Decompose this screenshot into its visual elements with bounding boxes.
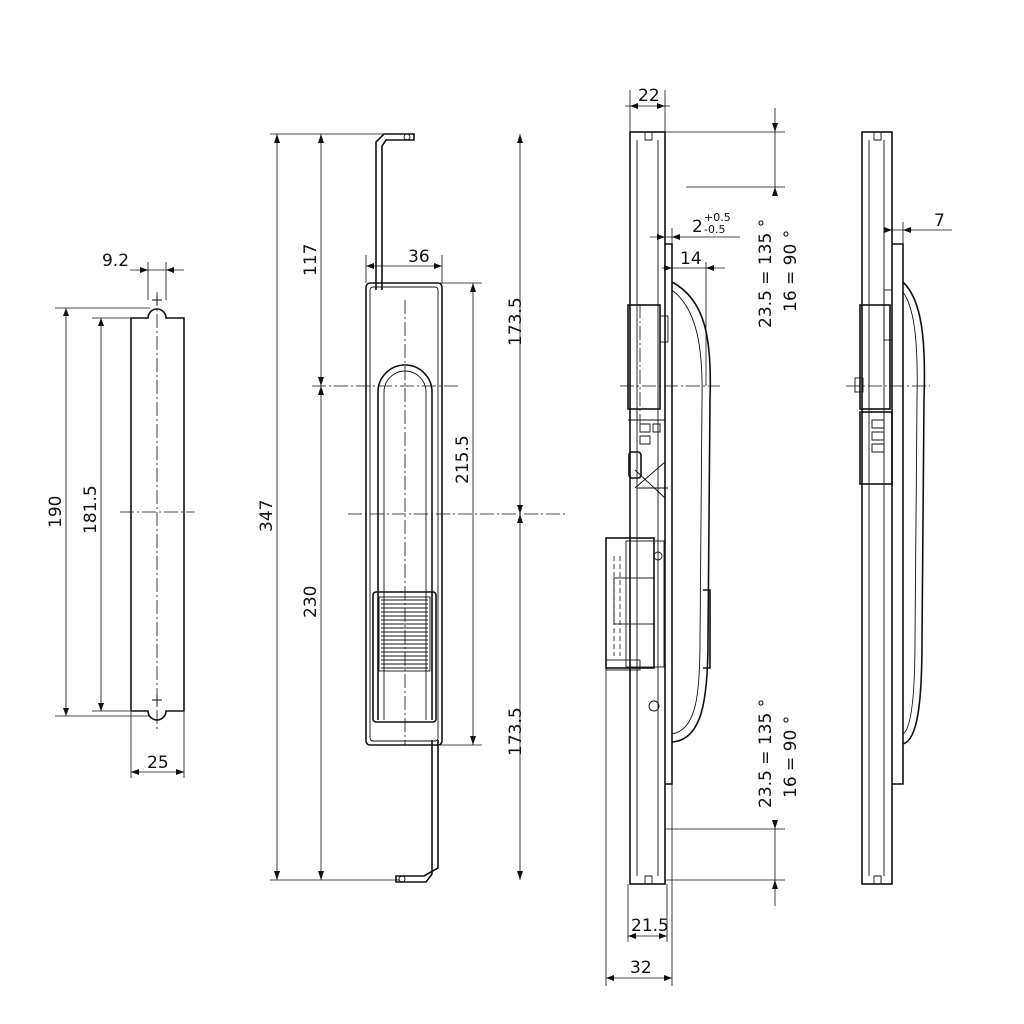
- front-dim-173-5-bottom: 173.5: [506, 707, 526, 756]
- side-angle-bottom-a: 23.5 = 135 °: [756, 699, 776, 808]
- cutout-dim-181-5: 181.5: [81, 485, 101, 534]
- rear-main-bar: [861, 131, 893, 885]
- cutout-dim-190: 190: [46, 496, 66, 528]
- front-dim-36: 36: [408, 247, 430, 267]
- rear-dim-7: 7: [934, 211, 945, 231]
- top-rod: [375, 133, 415, 290]
- bottom-rod: [395, 740, 439, 883]
- side-dim-32: 32: [630, 958, 652, 978]
- side-dim-21-5: 21.5: [631, 916, 669, 936]
- cutout-view: 9.2 190 181.5 25: [46, 251, 195, 778]
- side-angle-top-b: 16 = 90 °: [781, 230, 801, 312]
- cutout-dim-9-2: 9.2: [102, 251, 129, 271]
- front-view: 347 117 230 36 215.5 173.5 173.5: [257, 133, 565, 883]
- side-dim-22: 22: [638, 86, 660, 106]
- side-dim-14: 14: [680, 249, 702, 269]
- side-angle-bottom-b: 16 = 90 °: [781, 716, 801, 798]
- rear-view: 7: [846, 131, 952, 885]
- side-main-bar: [629, 131, 666, 885]
- grip-area: [372, 591, 437, 723]
- side-handle: [671, 281, 712, 743]
- front-dim-347: 347: [257, 500, 277, 532]
- front-dim-117: 117: [301, 244, 321, 276]
- side-tol-plus: +0.5: [704, 211, 731, 224]
- side-dim-2: 2: [692, 217, 703, 237]
- handle-slot: [377, 364, 433, 720]
- front-dim-230: 230: [301, 586, 321, 618]
- cutout-outline: [130, 308, 185, 721]
- front-dim-173-5-top: 173.5: [506, 297, 526, 346]
- side-tol-minus: -0.5: [704, 223, 725, 236]
- side-view: 22 2 +0.5 -0.5 14 23.5 = 135 ° 16 = 90 °…: [605, 86, 801, 986]
- cutout-dim-25: 25: [147, 753, 169, 773]
- side-angle-top-a: 23.5 = 135 °: [756, 219, 776, 328]
- front-dim-215-5: 215.5: [453, 435, 473, 484]
